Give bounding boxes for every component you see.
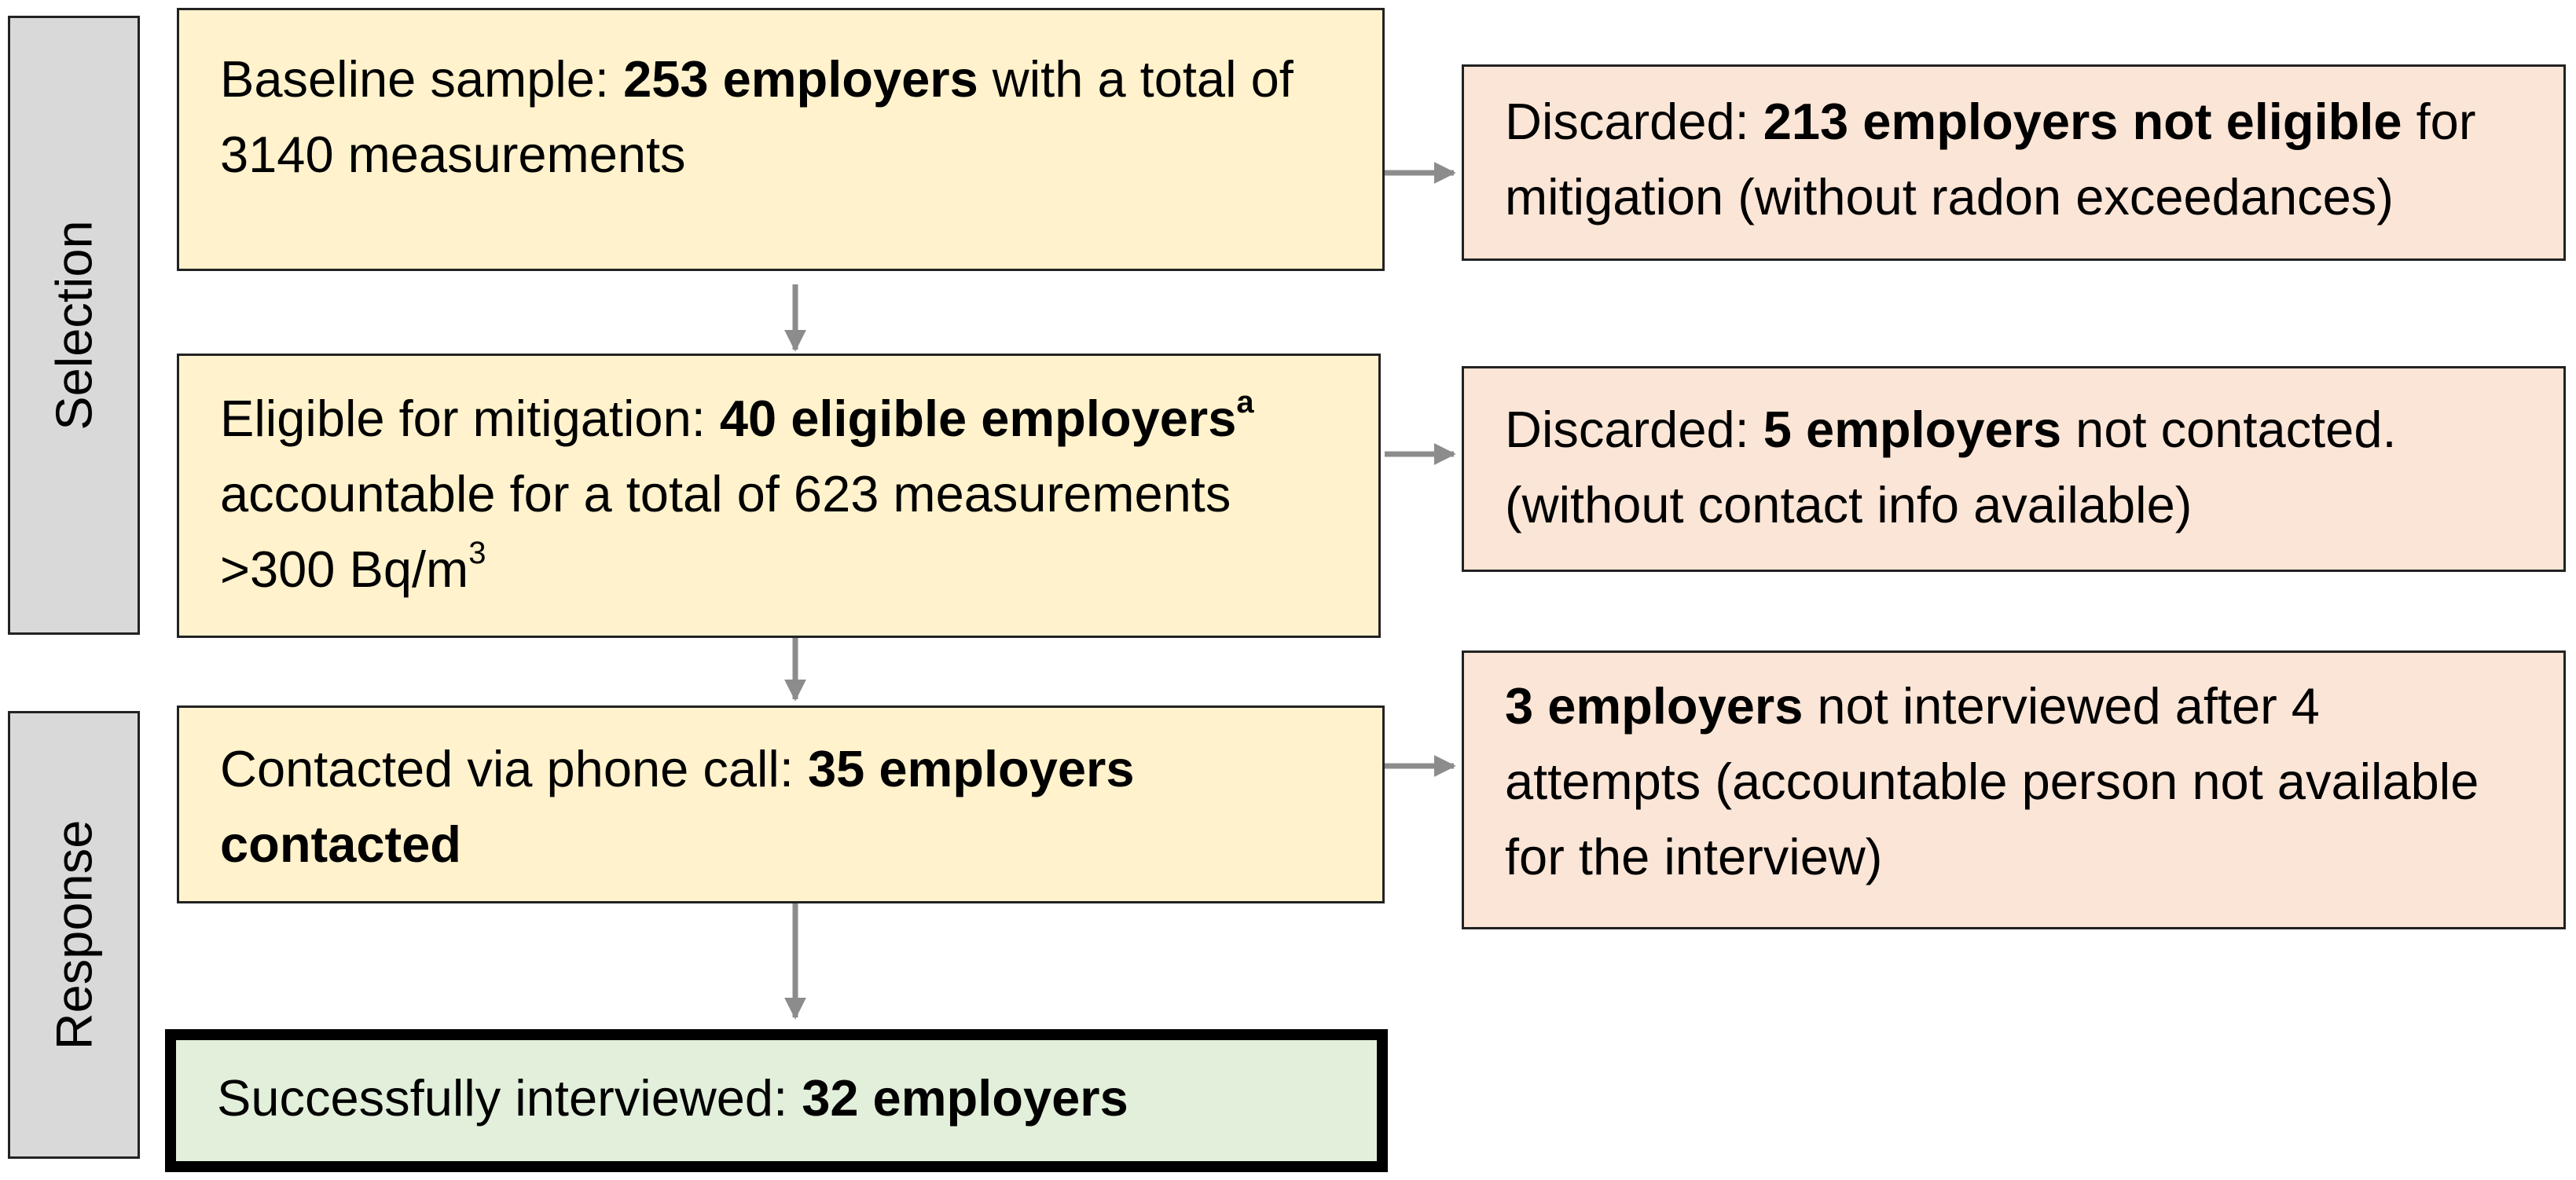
contacted-count: 35 employers contacted: [220, 740, 1135, 873]
not-eligible-count: 213 employers not eligible: [1763, 93, 2402, 150]
interviewed-count: 32 employers: [802, 1069, 1128, 1127]
box-not-interviewed: 3 employers not interviewed after 4 atte…: [1462, 650, 2566, 929]
box-eligible: Eligible for mitigation: 40 eligible emp…: [177, 354, 1381, 638]
box-discarded-not-eligible: Discarded: 213 employers not eligible fo…: [1462, 64, 2566, 261]
box-contacted: Contacted via phone call: 35 employers c…: [177, 705, 1385, 903]
box-discarded-not-contacted: Discarded: 5 employers not contacted. (w…: [1462, 366, 2566, 572]
baseline-count: 253 employers: [623, 50, 978, 108]
stage-response: Response: [8, 711, 140, 1159]
stage-selection: Selection: [8, 16, 140, 635]
not-interviewed-count: 3 employers: [1505, 677, 1804, 735]
box-baseline-sample: Baseline sample: 253 employers with a to…: [177, 8, 1385, 271]
eligible-count: 40 eligible employersa: [719, 385, 1254, 447]
box-successfully-interviewed: Successfully interviewed: 32 employers: [165, 1029, 1388, 1172]
not-contacted-count: 5 employers: [1763, 401, 2062, 458]
